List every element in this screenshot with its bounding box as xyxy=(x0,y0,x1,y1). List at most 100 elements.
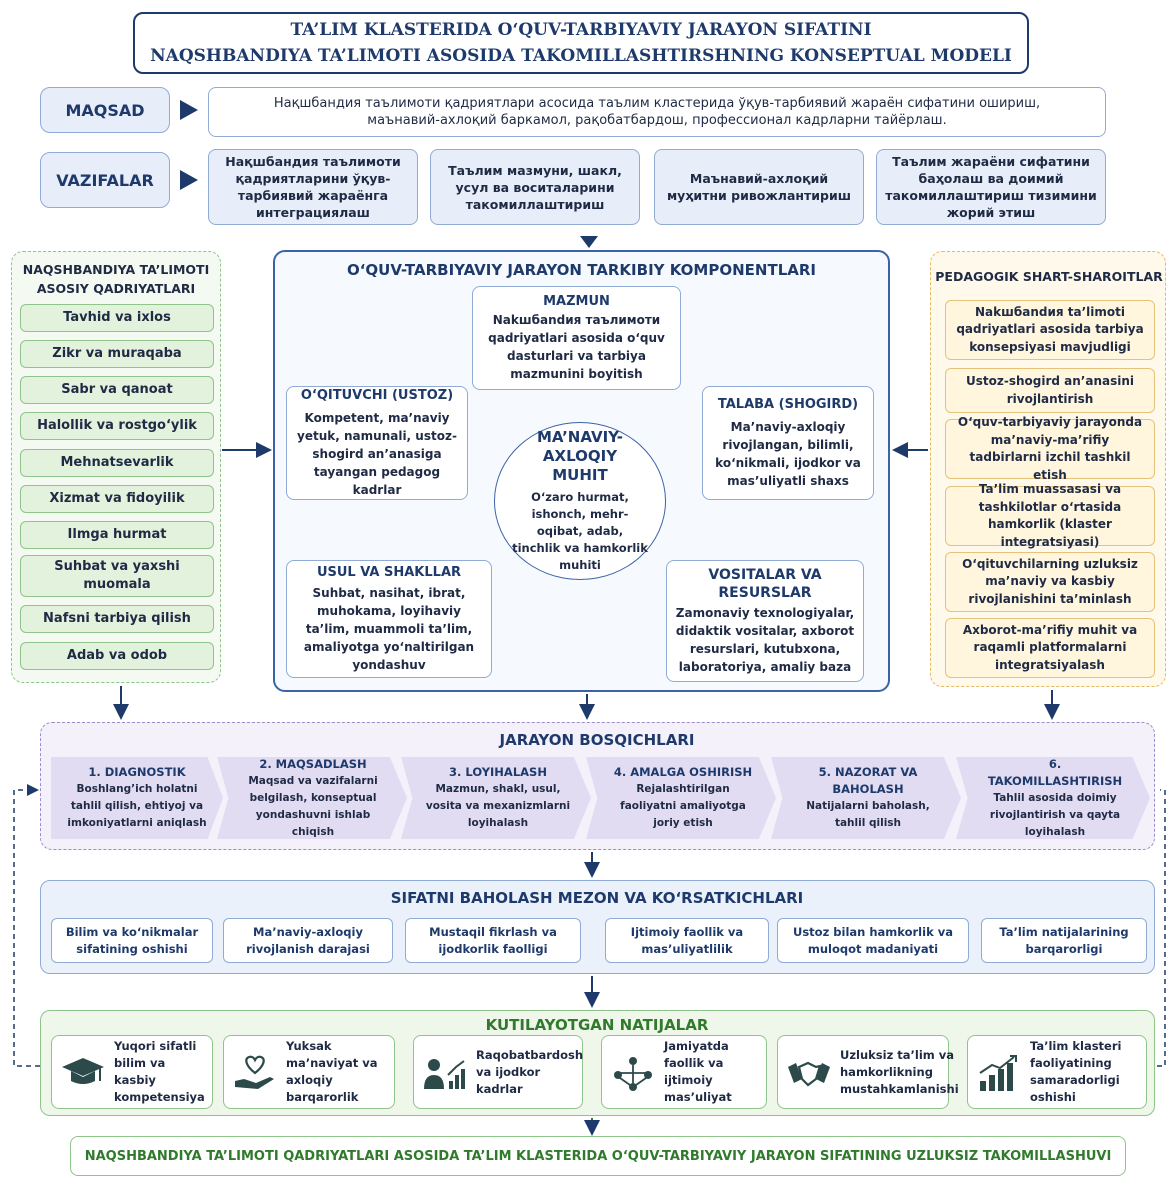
mazmun-text: Nakшбandия таълимоти qadriyatlari asosid… xyxy=(488,313,665,381)
result-card: Raqobatbardosh va ijodkor kadrlar xyxy=(413,1035,583,1109)
components-panel-title: O‘QUV-TARBIYAVIY JARAYON TARKIBIY KOMPON… xyxy=(346,261,816,279)
criteria-panel: SIFATNI BAHOLASH MEZON VA KO‘RSATKICHLAR… xyxy=(40,880,1155,974)
teacher-text: Kompetent, ma’naviy yetuk, namunali, ust… xyxy=(297,411,457,497)
maqsad-arrow xyxy=(180,100,198,120)
moral-environment-title: MA’NAVIY-AXLOQIY MUHIT xyxy=(536,428,624,484)
stage-title: 3. LOYIHALASH xyxy=(449,765,547,779)
component-mazmun: MAZMUN Nakшбandия таълимоти qadriyatlari… xyxy=(472,286,681,390)
value-item: Tavhid va ixlos xyxy=(20,304,214,332)
condition-item: O‘qituvchilarning uzluksiz ma’naviy va k… xyxy=(945,552,1155,612)
value-item: Xizmat va fidoyilik xyxy=(20,485,214,513)
condition-item: Ta’lim muassasasi va tashkilotlar o‘rtas… xyxy=(945,482,1155,549)
result-card: Ta’lim klasteri faoliyatining samaradorl… xyxy=(967,1035,1147,1109)
value-item: Suhbat va yaxshi muomala xyxy=(20,555,214,597)
stage-goal-setting: 2. MAQSADLASH Maqsad va vazifalarni belg… xyxy=(217,757,407,839)
results-title: KUTILAYOTGAN NATIJALAR xyxy=(485,1016,709,1034)
conditions-panel: PEDAGOGIK SHART-SHAROITLAR Nakшбandия ta… xyxy=(930,251,1166,687)
value-item: Sabr va qanoat xyxy=(20,376,214,404)
growth-chart-icon xyxy=(979,1055,1017,1091)
maqsad-text: Нақшбандия таълимоти қадриятлари асосида… xyxy=(208,87,1106,137)
criteria-item: Ijtimoiy faollik va mas’uliyatlilik xyxy=(605,918,769,963)
component-student: TALABA (SHOGIRD) Ma’naviy-axloqiy rivojl… xyxy=(702,386,874,500)
values-panel-title: NAQSHBANDIYA TA’LIMOTI ASOSIY QADRIYATLA… xyxy=(22,262,210,296)
resources-title: VOSITALAR VA RESURSLAR xyxy=(708,567,822,601)
condition-item: O‘quv-tarbiyaviy jarayonda ma’naviy-ma’r… xyxy=(945,415,1155,482)
stage-diagnostic: 1. DIAGNOSTIK Boshlang’ich holatni tahli… xyxy=(51,757,223,839)
student-text: Ma’naviy-axloqiy rivojlangan, bilimli, k… xyxy=(715,420,861,488)
value-item: Zikr va muraqaba xyxy=(20,340,214,368)
stages-panel: JARAYON BOSQICHLARI 1. DIAGNOSTIK Boshla… xyxy=(40,722,1155,850)
stage-text: Boshlang’ich holatni tahlil qilish, ehti… xyxy=(67,783,207,829)
criteria-item: Ustoz bilan hamkorlik va muloqot madaniy… xyxy=(777,918,969,963)
stages-title: JARAYON BOSQICHLARI xyxy=(499,731,695,749)
conclusion-box: NAQSHBANDIYA TA’LIMOTI QADRIYATLARI ASOS… xyxy=(70,1136,1126,1176)
stage-title: 2. MAQSADLASH xyxy=(259,756,367,771)
graduation-cap-icon xyxy=(62,1058,104,1084)
title-line-2: NAQSHBANDIYA TA’LIMOTI ASOSIDA TAKOMILLA… xyxy=(150,46,1012,66)
result-card: Yuqori sifatli bilim va kasbiy kompetens… xyxy=(51,1035,213,1109)
component-teacher: O‘QITUVCHI (USTOZ) Kompetent, ma’naviy y… xyxy=(286,386,468,500)
result-text: Yuksak ma’naviyat va axloqiy barqarorlik xyxy=(286,1039,378,1104)
title-line-1: TA’LIM KLASTERIDA O‘QUV-TARBIYAVIY JARAY… xyxy=(290,20,872,40)
task-integration: Нақшбандия таълимоти қадриятларини ўқув-… xyxy=(208,149,418,225)
handshake-icon xyxy=(788,1061,830,1087)
moral-environment-circle: MA’NAVIY-AXLOQIY MUHIT O‘zaro hurmat, is… xyxy=(494,422,666,580)
conditions-panel-title: PEDAGOGIK SHART-SHAROITLAR xyxy=(935,268,1163,284)
stage-text: Rejalashtirilgan faoliyatni amaliyotga j… xyxy=(620,783,746,829)
value-item: Halollik va rostgo‘ylik xyxy=(20,412,214,440)
stage-text: Mazmun, shakl, usul, vosita va mexanizml… xyxy=(425,783,571,829)
mazmun-title: MAZMUN xyxy=(543,294,610,309)
vazifalar-arrow xyxy=(180,170,198,190)
stage-title: 5. NAZORAT VA BAHOLASH xyxy=(818,765,918,796)
maqsad-label: MAQSAD xyxy=(40,87,170,133)
condition-item: Ustoz-shogird an’anasini rivojlantirish xyxy=(945,368,1155,413)
stage-title: 6. TAKOMILLASHTIRISH xyxy=(987,756,1123,788)
result-text: Ta’lim klasteri faoliyatining samaradorl… xyxy=(1030,1039,1122,1104)
criteria-title: SIFATNI BAHOLASH MEZON VA KO‘RSATKICHLAR… xyxy=(390,889,804,907)
value-item: Ilmga hurmat xyxy=(20,521,214,549)
person-growth-chart-icon xyxy=(424,1059,465,1089)
stage-control: 5. NAZORAT VA BAHOLASH Natijalarni bahol… xyxy=(771,757,961,839)
task-quality-system: Таълим жараёни сифатини баҳолаш ва доими… xyxy=(876,149,1106,225)
results-panel: KUTILAYOTGAN NATIJALAR Yuqori sifatli bi… xyxy=(40,1010,1155,1116)
stage-title: 4. AMALGA OSHIRISH xyxy=(613,765,753,779)
methods-text: Suhbat, nasihat, ibrat, muhokama, loyiha… xyxy=(303,586,475,672)
stage-implementation: 4. AMALGA OSHIRISH Rejalashtirilgan faol… xyxy=(586,757,776,839)
value-item: Nafsni tarbiya qilish xyxy=(20,605,214,633)
methods-title: USUL VA SHAKLLAR xyxy=(316,565,462,580)
vazifalar-down-arrow xyxy=(580,236,598,248)
result-card: Yuksak ma’naviyat va axloqiy barqarorlik xyxy=(223,1035,395,1109)
result-text: Raqobatbardosh va ijodkor kadrlar xyxy=(476,1047,584,1096)
criteria-item: Ma’naviy-axloqiy rivojlanish darajasi xyxy=(223,918,393,963)
condition-item: Nakшбandия ta’limoti qadriyatlari asosid… xyxy=(945,300,1155,360)
values-panel: NAQSHBANDIYA TA’LIMOTI ASOSIY QADRIYATLA… xyxy=(11,251,221,683)
stage-text: Maqsad va vazifalarni belgilash, konsept… xyxy=(248,774,378,838)
component-resources: VOSITALAR VA RESURSLAR Zamonaviy texnolo… xyxy=(666,560,864,682)
component-methods: USUL VA SHAKLLAR Suhbat, nasihat, ibrat,… xyxy=(286,560,492,678)
student-title: TALABA (SHOGIRD) xyxy=(717,397,859,412)
resources-text: Zamonaviy texnologiyalar, didaktik vosit… xyxy=(675,606,855,674)
result-text: Yuqori sifatli bilim va kasbiy kompetens… xyxy=(114,1039,205,1104)
stage-text: Natijalarni baholash, tahlil qilish xyxy=(806,800,930,829)
result-card: Jamiyatda faollik va ijtimoiy mas’uliyat xyxy=(601,1035,767,1109)
heart-hand-icon xyxy=(235,1055,274,1089)
task-content: Таълим мазмуни, шакл, усул ва воситалари… xyxy=(430,149,640,225)
stage-text: Tahlil asosida doimiy rivojlantirish va … xyxy=(989,791,1121,838)
diagram-title: TA’LIM KLASTERIDA O‘QUV-TARBIYAVIY JARAY… xyxy=(133,12,1029,74)
vazifalar-label: VAZIFALAR xyxy=(40,152,170,208)
stage-improvement: 6. TAKOMILLASHTIRISH Tahlil asosida doim… xyxy=(956,757,1150,839)
criteria-item: Ta’lim natijalarining barqarorligi xyxy=(981,918,1147,963)
value-item: Mehnatsevarlik xyxy=(20,449,214,477)
criteria-item: Bilim va ko‘nikmalar sifatining oshishi xyxy=(51,918,213,963)
result-text: Uzluksiz ta’lim va hamkorlikning mustahk… xyxy=(840,1047,959,1096)
network-people-icon xyxy=(614,1057,652,1091)
value-item: Adab va odob xyxy=(20,642,214,670)
result-text: Jamiyatda faollik va ijtimoiy mas’uliyat xyxy=(664,1039,732,1104)
result-card: Uzluksiz ta’lim va hamkorlikning mustahk… xyxy=(777,1035,959,1109)
criteria-item: Mustaqil fikrlash va ijodkorlik faolligi xyxy=(405,918,581,963)
task-environment: Маънавий-ахлоқий муҳитни ривожлантириш xyxy=(654,149,864,225)
teacher-title: O‘QITUVCHI (USTOZ) xyxy=(300,388,454,403)
stage-title: 1. DIAGNOSTIK xyxy=(88,765,186,779)
condition-item: Axborot-ma’rifiy muhit va raqamli platfo… xyxy=(945,618,1155,678)
stage-design: 3. LOYIHALASH Mazmun, shakl, usul, vosit… xyxy=(401,757,591,839)
